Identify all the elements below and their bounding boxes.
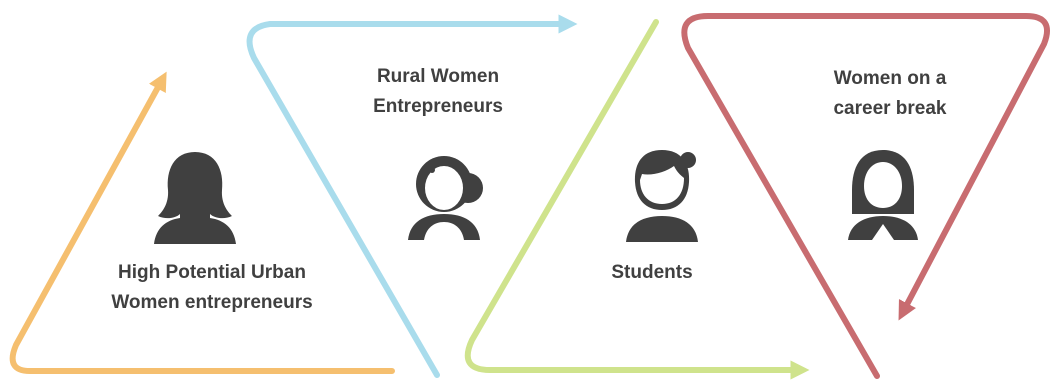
label-line: Entrepreneurs [373, 96, 503, 117]
blue-flow-arrow [246, 14, 578, 378]
woman-bun-icon [408, 156, 483, 240]
label-line: Women entrepreneurs [111, 292, 313, 313]
segment-label-students: Students [582, 258, 722, 288]
segment-label-rural-women: Rural Women Entrepreneurs [338, 62, 538, 122]
label-line: High Potential Urban [118, 262, 306, 283]
label-line: Rural Women [376, 66, 500, 87]
segment-label-career-break: Women on a career break [790, 64, 990, 124]
segment-label-high-potential-urban: High Potential Urban Women entrepreneurs [62, 258, 362, 318]
red-flow-arrow [681, 13, 1050, 379]
orange-flow-arrow [9, 71, 395, 374]
green-flow-arrow [464, 19, 810, 380]
label-line: career break [833, 98, 947, 119]
girl-ponytail-icon [626, 150, 698, 242]
woman-short-hair-icon [848, 150, 918, 240]
label-line: Women on a [833, 68, 947, 89]
label-line: Students [611, 262, 693, 283]
woman-long-hair-icon [154, 152, 236, 244]
